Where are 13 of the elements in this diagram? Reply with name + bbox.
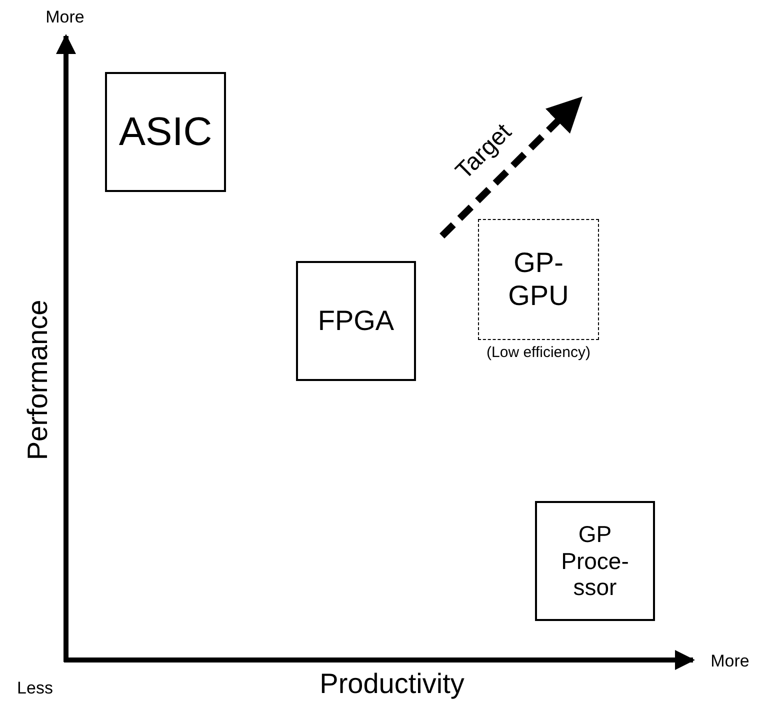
axis-end-label: More bbox=[46, 8, 84, 26]
axis-title: Performance bbox=[24, 300, 52, 460]
process-box bbox=[535, 501, 655, 621]
axis-end-label: Less bbox=[17, 680, 53, 696]
axis-end-label: More bbox=[710, 652, 750, 670]
node-label: GP Proce- ssor bbox=[560, 521, 630, 601]
process-box bbox=[296, 261, 416, 381]
axis-title: Productivity bbox=[320, 670, 464, 698]
node-label: ASIC bbox=[118, 109, 214, 155]
node-note: (Low efficiency) bbox=[486, 344, 590, 361]
node-label: FPGA bbox=[316, 304, 396, 338]
process-box bbox=[105, 72, 226, 192]
node-label: GP- GPU bbox=[507, 247, 570, 312]
